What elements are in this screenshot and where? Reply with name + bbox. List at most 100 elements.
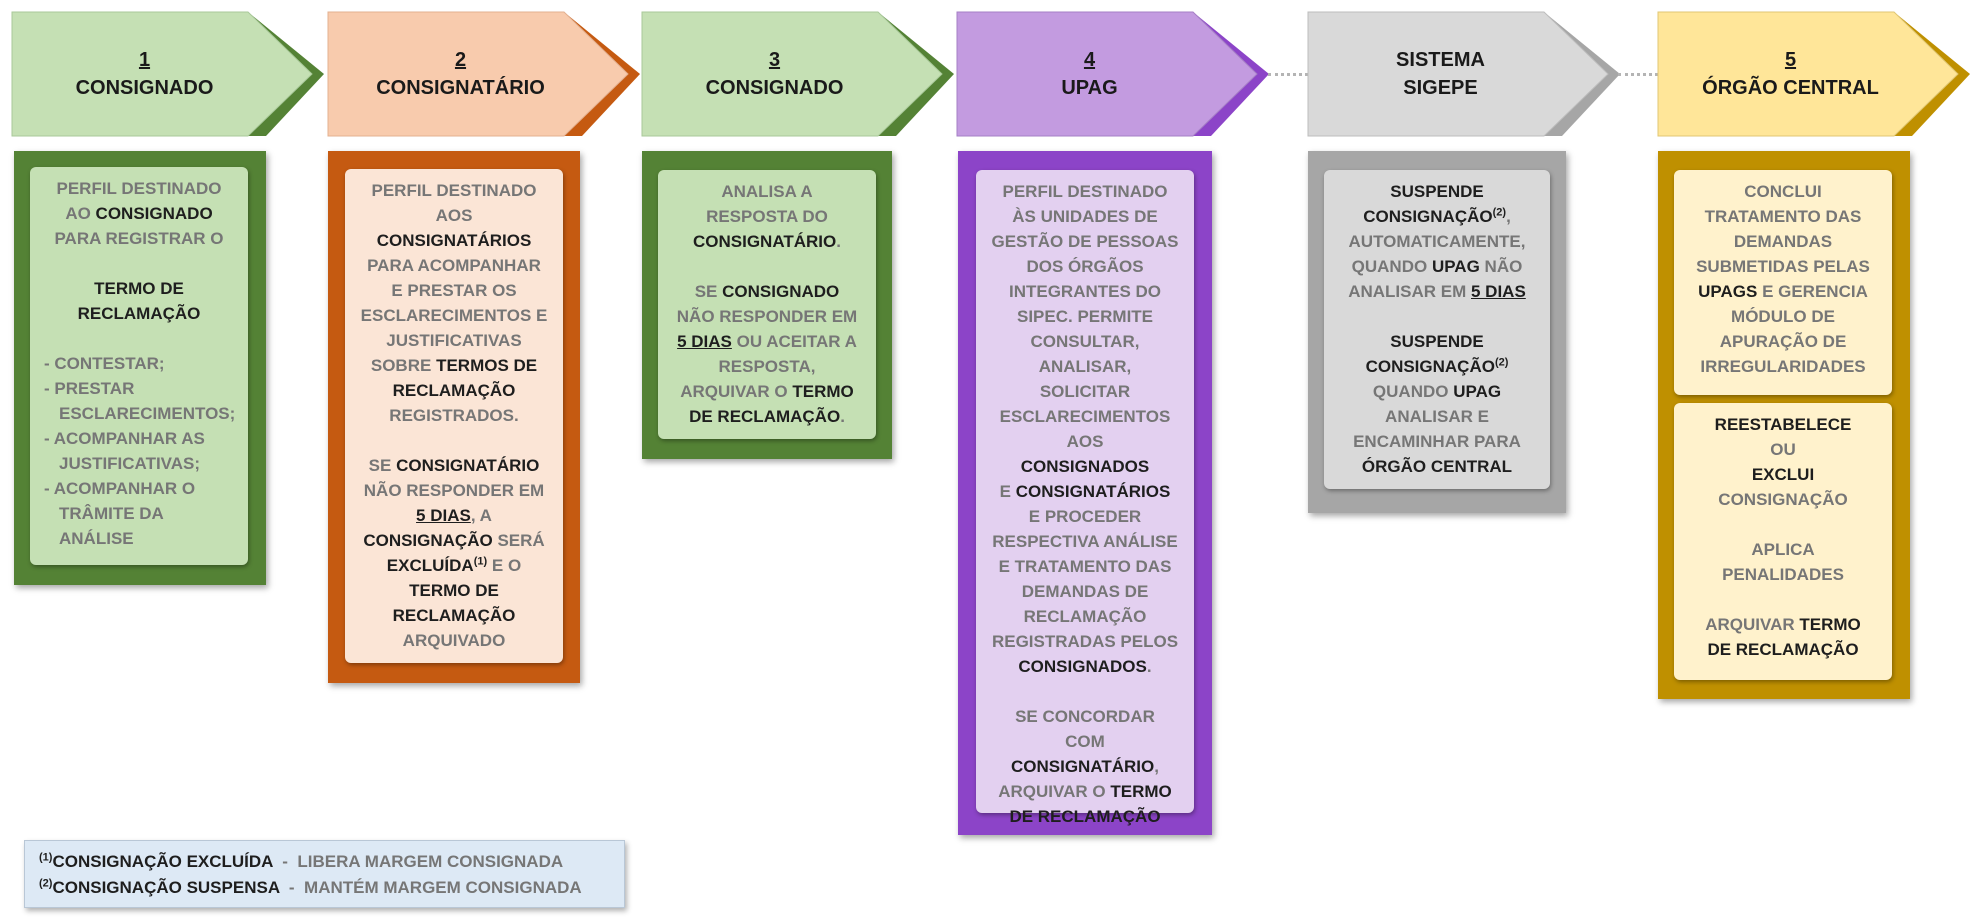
panel-text-box: PERFIL DESTINADO ÀS UNIDADES DE GESTÃO D… [976,170,1194,826]
text-block: E PROCEDER RESPECTIVA ANÁLISE E TRATAMEN… [991,507,1179,651]
panel-sigepe: SUSPENDE CONSIGNAÇÃO(2), AUTOMATICAMENTE… [1308,151,1566,513]
list-item: - PRESTAR ESCLARECIMENTOS; [44,379,236,423]
step-title: UPAG [1061,77,1118,99]
panel-orgao-central: CONCLUI TRATAMENTO DAS DEMANDAS SUBMETID… [1658,151,1910,699]
text-segment: E [999,482,1012,501]
step-title: CONSIGNATÁRIO [376,77,545,99]
dotted-connector [1618,73,1658,76]
text-segment: OU ACEITAR A [736,332,857,351]
text-keyword: TERMO DE [94,279,184,298]
text-keyword: TERMO [1110,782,1172,801]
step-title: SISTEMA [1396,49,1485,71]
text-segment: SERÁ [497,531,545,550]
text-segment: SE [368,456,392,475]
text-keyword: DE RECLAMAÇÃO [689,407,841,426]
panel-text-box: SUSPENDE CONSIGNAÇÃO(2), AUTOMATICAMENTE… [1324,170,1550,489]
list-item: - ACOMPANHAR AS JUSTIFICATIVAS; [44,429,205,473]
text-segment: SOBRE [370,356,432,375]
step-4-chevron: 4 UPAG [956,11,1269,137]
text-segment: AO [65,204,91,223]
text-segment: , [1154,757,1159,776]
text-segment: , A [470,506,492,525]
step-number: 4 [1083,49,1096,71]
text-keyword: SUSPENDE [1390,332,1484,351]
panel-consignado-1: PERFIL DESTINADO AO CONSIGNADO PARA REGI… [14,151,266,585]
text-keyword: REESTABELECE [1714,415,1852,434]
text-keyword: TERMO [1799,615,1861,634]
chevron-shape [956,11,1269,137]
text-line: CONSIGNAÇÃO [1718,490,1848,509]
step-number: 1 [138,49,151,71]
text-block: MÓDULO DE APURAÇÃO DE IRREGULARIDADES [1700,307,1866,376]
text-segment: ANALISAR EM [1348,282,1467,301]
text-segment: QUANDO [1372,382,1449,401]
text-line: ANALISAR E [1385,407,1489,426]
text-keyword: CONSIGNADO [95,204,213,223]
text-block: APLICA PENALIDADES [1722,540,1844,584]
panel-consignatario: PERFIL DESTINADO AOS CONSIGNATÁRIOS PARA… [328,151,580,683]
chevron-shape [1657,11,1970,137]
text-keyword: DE RECLAMAÇÃO [1707,640,1859,659]
text-deadline: 5 DIAS [677,332,732,351]
text-line: PARA ACOMPANHAR [367,256,541,275]
text-segment: . [1146,657,1152,676]
text-line: PERFIL DESTINADO [56,179,222,198]
text-line: RESPOSTA, [718,357,816,376]
text-line: E PRESTAR OS [391,281,517,300]
legend-term: CONSIGNAÇÃO SUSPENSA [52,878,280,897]
text-line: PARA REGISTRAR O [54,229,224,248]
text-keyword: RECLAMAÇÃO [77,304,201,323]
step-title: CONSIGNADO [75,77,214,99]
text-segment: ARQUIVAR O [680,382,788,401]
text-segment: QUANDO [1351,257,1428,276]
text-keyword: CONSIGNATÁRIO [1011,757,1155,776]
panel-text-box: PERFIL DESTINADO AOS CONSIGNATÁRIOS PARA… [345,169,563,663]
step-sigepe-chevron: SISTEMA SIGEPE [1307,11,1620,137]
text-keyword: CONSIGNATÁRIO [693,232,837,251]
text-deadline: 5 DIAS [1471,282,1526,301]
text-line: AUTOMATICAMENTE, [1348,232,1526,251]
step-number: 3 [768,49,781,71]
text-keyword: CONSIGNATÁRIOS [1015,482,1171,501]
text-line: ARQUIVADO [402,631,506,650]
text-line: REGISTRADOS. [389,406,519,425]
text-keyword: EXCLUI [1751,465,1815,484]
step-number: 5 [1784,49,1797,71]
text-line: RESPOSTA DO [706,207,828,226]
text-line: ESCLARECIMENTOS E [360,306,548,325]
text-keyword: TERMO DE [409,581,499,600]
step-2-chevron: 2 CONSIGNATÁRIO [327,11,640,137]
text-keyword: EXCLUÍDA [386,556,474,575]
text-keyword: UPAG [1431,257,1480,276]
list-item: - CONTESTAR; [44,354,165,373]
text-block: PERFIL DESTINADO ÀS UNIDADES DE GESTÃO D… [991,182,1179,451]
text-line: OU [1770,440,1796,459]
text-keyword: DE RECLAMAÇÃO [1009,807,1161,826]
text-keyword: UPAG [1453,382,1502,401]
step-title: CONSIGNADO [705,77,844,99]
text-line: JUSTIFICATIVAS [386,331,522,350]
text-keyword: CONSIGNADO [722,282,840,301]
text-line: ANALISA A [721,182,813,201]
text-keyword: TERMO [792,382,854,401]
text-keyword: ÓRGÃO CENTRAL [1361,457,1513,476]
text-line: PERFIL DESTINADO [371,181,537,200]
text-keyword: CONSIGNADOS [1018,657,1147,676]
text-segment: SE [694,282,718,301]
text-segment: NÃO [1484,257,1523,276]
text-segment: , [1506,207,1511,226]
chevron-shape [1307,11,1620,137]
legend-separator: - [288,878,295,897]
panel-text-box: PERFIL DESTINADO AO CONSIGNADO PARA REGI… [30,167,248,565]
legend-term: CONSIGNAÇÃO EXCLUÍDA [52,852,273,871]
text-deadline: 5 DIAS [416,506,471,525]
footnote-legend: (1)CONSIGNAÇÃO EXCLUÍDA - LIBERA MARGEM … [24,840,625,908]
step-1-chevron: 1 CONSIGNADO [11,11,324,137]
step-5-chevron: 5 ÓRGÃO CENTRAL [1657,11,1970,137]
step-number: 2 [454,49,467,71]
chevron-shape [327,11,640,137]
panel-text-box-top: CONCLUI TRATAMENTO DAS DEMANDAS SUBMETID… [1674,170,1892,395]
list-item: - ACOMPANHAR O TRÂMITE DA ANÁLISE [44,479,196,548]
step-title: ÓRGÃO CENTRAL [1702,77,1879,99]
step-title-line2: SIGEPE [1403,77,1478,99]
